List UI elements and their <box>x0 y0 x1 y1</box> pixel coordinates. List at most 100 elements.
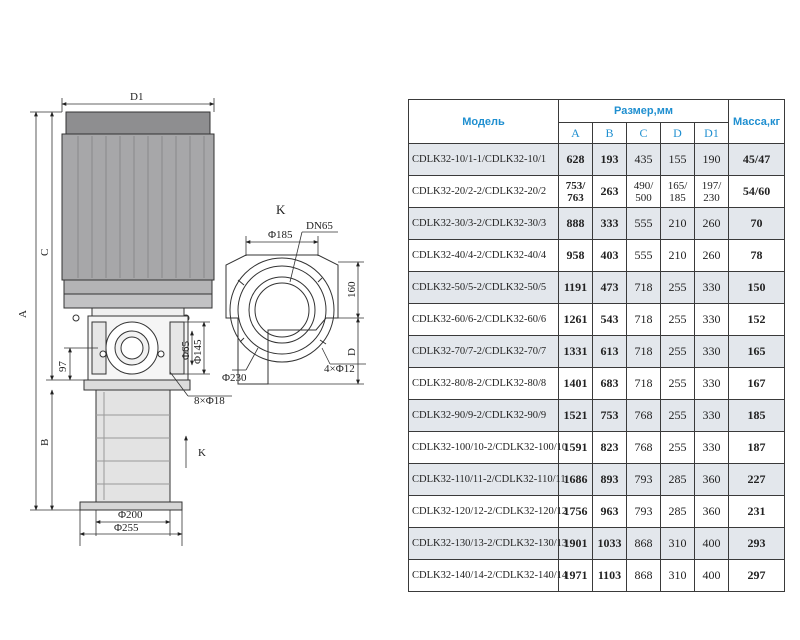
size-header: Размер,мм <box>557 99 730 123</box>
dim-a-cell: 1591 <box>558 431 593 464</box>
dim-a-cell: 1521 <box>558 399 593 432</box>
mass-cell: 150 <box>728 271 786 304</box>
model-cell: CDLK32-140/14-2/CDLK32-140/14 <box>408 559 567 592</box>
dim-d1-cell: 330 <box>693 431 730 464</box>
mass-cell: 165 <box>728 335 786 368</box>
dim-c-cell: 768 <box>626 399 661 432</box>
dim-d-cell: 210 <box>660 207 695 240</box>
model-cell: CDLK32-100/10-2/CDLK32-100/10 <box>408 431 567 464</box>
dim-b-cell: 753 <box>592 399 627 432</box>
mass-cell: 187 <box>728 431 786 464</box>
dim-b-cell: 683 <box>592 367 627 400</box>
dim-a-cell: 1686 <box>558 463 593 496</box>
dim-b-cell: 473 <box>592 271 627 304</box>
spec-table: Модель Размер,мм Масса,кг A B C D D1 CDL… <box>408 99 786 592</box>
motor-cap <box>65 111 211 135</box>
value-part: 500 <box>635 191 652 204</box>
dim-a-cell: 888 <box>558 207 593 240</box>
dim-flange-holes-label: 8×Φ18 <box>194 395 225 407</box>
motor-flange-lower <box>63 293 213 309</box>
k-view-outline <box>225 254 339 385</box>
mass-cell: 227 <box>728 463 786 496</box>
col-a-header: A <box>558 122 593 144</box>
dim-d1-cell: 197/230 <box>693 175 730 208</box>
dim-d-cell: 165/185 <box>660 175 695 208</box>
dim-c-cell: 555 <box>626 207 661 240</box>
model-cell: CDLK32-10/1-1/CDLK32-10/1 <box>408 143 559 176</box>
mass-cell: 297 <box>728 559 786 592</box>
value-part: 230 <box>703 191 720 204</box>
front-view <box>61 111 215 511</box>
dim-phi185-label: Φ185 <box>268 229 293 241</box>
dim-c-cell: 868 <box>626 559 661 592</box>
dim-phi200-label: Φ200 <box>118 509 143 521</box>
mass-cell: 231 <box>728 495 786 528</box>
dim-a-cell: 1331 <box>558 335 593 368</box>
mass-cell: 152 <box>728 303 786 336</box>
dim-d1-cell: 360 <box>693 463 730 496</box>
mass-cell: 70 <box>728 207 786 240</box>
dim-k-side-label: K <box>198 447 206 459</box>
dim-d1-label: D1 <box>130 91 143 103</box>
value-part: 197/ <box>701 179 722 192</box>
dim-a-cell: 753/763 <box>558 175 593 208</box>
dim-phi255-label: Φ255 <box>114 522 139 534</box>
dim-phi65-label: Φ65 <box>180 340 192 360</box>
mass-cell: 293 <box>728 527 786 560</box>
dim-b-cell: 1103 <box>592 559 627 592</box>
col-c-header: C <box>626 122 661 144</box>
dim-d1-cell: 190 <box>693 143 730 176</box>
model-cell: CDLK32-120/12-2/CDLK32-120/12 <box>408 495 567 528</box>
dim-d1-cell: 330 <box>693 303 730 336</box>
dim-c-cell: 793 <box>626 463 661 496</box>
dim-b-cell: 893 <box>592 463 627 496</box>
pump-drawing: D1 A C B 97 Φ65 Φ145 8×Φ18 K Φ200 Φ255 <box>17 91 366 546</box>
dim-b-cell: 193 <box>592 143 627 176</box>
motor-flange <box>63 279 213 295</box>
dim-phi230-label: Φ230 <box>222 372 247 384</box>
dim-a-cell: 1261 <box>558 303 593 336</box>
mass-cell: 45/47 <box>728 143 786 176</box>
value-part: 185 <box>669 191 686 204</box>
dim-97-label: 97 <box>57 361 69 373</box>
dim-c-label: C <box>39 249 51 256</box>
dim-d1-cell: 360 <box>693 495 730 528</box>
dim-b-cell: 963 <box>592 495 627 528</box>
front-dimensions <box>30 98 232 546</box>
dim-d-cell: 255 <box>660 431 695 464</box>
pump-base <box>79 501 183 511</box>
dim-b-cell: 403 <box>592 239 627 272</box>
model-cell: CDLK32-80/8-2/CDLK32-80/8 <box>408 367 559 400</box>
k-view-outer-ring <box>229 257 335 363</box>
dim-c-cell: 768 <box>626 431 661 464</box>
dim-b-cell: 543 <box>592 303 627 336</box>
dim-c-cell: 718 <box>626 271 661 304</box>
dim-d1-cell: 330 <box>693 399 730 432</box>
dim-c-cell: 868 <box>626 527 661 560</box>
value-part: 763 <box>567 191 584 204</box>
model-cell: CDLK32-70/7-2/CDLK32-70/7 <box>408 335 559 368</box>
dim-d-cell: 255 <box>660 271 695 304</box>
dim-d-cell: 155 <box>660 143 695 176</box>
dim-b-cell: 613 <box>592 335 627 368</box>
col-d-header: D <box>660 122 695 144</box>
dim-a-cell: 1401 <box>558 367 593 400</box>
model-cell: CDLK32-110/11-2/CDLK32-110/11 <box>408 463 566 496</box>
dim-a-label: A <box>17 310 29 318</box>
dim-c-cell: 555 <box>626 239 661 272</box>
value-part: 490/ <box>633 179 654 192</box>
dim-d-cell: 255 <box>660 303 695 336</box>
model-cell: CDLK32-20/2-2/CDLK32-20/2 <box>408 175 559 208</box>
col-d1-header: D1 <box>693 122 730 144</box>
dim-b-cell: 263 <box>592 175 627 208</box>
dim-d1-cell: 330 <box>693 335 730 368</box>
k-view <box>225 254 339 385</box>
